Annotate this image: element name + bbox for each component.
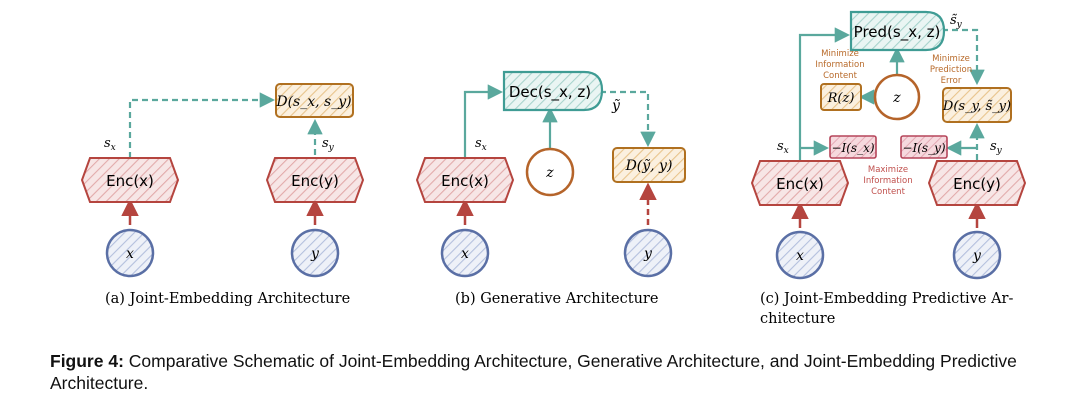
label-sx: sx: [104, 136, 116, 153]
info-iy-label: −I(s_y): [902, 141, 945, 155]
svg-text:Minimize: Minimize: [821, 49, 859, 59]
panel-c: sx sy s̃y Pred(s_x, z) z R(z) D(s_y, s̃_…: [750, 10, 1027, 327]
encoder-x-box: [80, 157, 180, 203]
input-x-circle-b: [440, 228, 490, 278]
input-y-label-c: y: [972, 248, 982, 264]
subcaption-c-line2: chitecture: [760, 311, 835, 327]
regularizer-rz-label: R(z): [827, 91, 855, 106]
annotation-minimize-information: Minimize Information Content: [815, 49, 864, 81]
input-y-circle: [290, 228, 340, 278]
svg-text:Content: Content: [871, 187, 905, 197]
input-y-circle-b: [623, 228, 673, 278]
encoder-y-label-c: Enc(y): [953, 175, 1001, 193]
encoder-y-box-c: [927, 160, 1027, 206]
edge-sx-to-pred: [798, 27, 851, 160]
subcaption-c-line1: (c) Joint-Embedding Predictive Ar-: [760, 291, 1013, 307]
panel-b: sx ỹ Dec(s_x, z) z D(ỹ, y) Enc(x) x y (b…: [415, 70, 686, 307]
encoder-x-box-b: [415, 157, 515, 203]
energy-d-box: [275, 83, 354, 118]
latent-z-label: z: [545, 165, 554, 181]
svg-text:Information: Information: [863, 176, 912, 186]
input-x-label-c: x: [796, 248, 804, 264]
predictor-box: [849, 10, 946, 52]
label-sy-c: sy: [990, 139, 1003, 156]
decoder-box: [502, 70, 604, 112]
subcaption-a: (a) Joint-Embedding Architecture: [105, 291, 350, 307]
encoder-y-label: Enc(y): [291, 172, 339, 190]
encoder-x-label-b: Enc(x): [441, 172, 489, 190]
encoder-x-label: Enc(x): [106, 172, 154, 190]
subcaption-b: (b) Generative Architecture: [455, 291, 658, 307]
svg-text:Error: Error: [941, 76, 962, 86]
label-sx-c: sx: [777, 139, 789, 156]
label-ytilde: ỹ: [611, 98, 621, 114]
input-x-label: x: [126, 246, 134, 262]
edge-pred-to-d: [942, 28, 985, 86]
latent-z-label-c: z: [892, 90, 901, 106]
label-sytilde: s̃y: [950, 13, 963, 30]
energy-d-label-c: D(s_y, s̃_y): [942, 99, 1011, 114]
energy-d-label: D(s_x, s_y): [275, 94, 351, 110]
svg-text:Minimize: Minimize: [932, 54, 970, 64]
encoder-x-label-c: Enc(x): [776, 175, 824, 193]
input-x-circle-c: [775, 230, 825, 280]
predictor-label: Pred(s_x, z): [854, 23, 941, 42]
edge-dec-to-d: [600, 90, 656, 148]
regularizer-rz-box: [820, 83, 862, 111]
architecture-diagram: sx sy D(s_x, s_y) Enc(x) Enc(y) x y (a) …: [80, 10, 1027, 327]
encoder-x-box-c: [750, 160, 850, 206]
input-y-circle-c: [952, 230, 1002, 280]
decoder-label: Dec(s_x, z): [509, 83, 591, 102]
figure-caption-label: Figure 4:: [50, 351, 124, 371]
latent-z-circle-c: [873, 73, 921, 121]
svg-text:Content: Content: [823, 71, 857, 81]
annotation-minimize-prediction: Minimize Prediction Error: [930, 54, 972, 86]
info-ix-label: −I(s_x): [831, 141, 874, 155]
input-y-label: y: [310, 246, 320, 262]
info-ix-box: [829, 135, 877, 159]
energy-d-label-b: D(ỹ, y): [625, 158, 673, 174]
figure-caption-text: Comparative Schematic of Joint-Embedding…: [50, 351, 1017, 393]
figure-caption: Figure 4: Comparative Schematic of Joint…: [50, 350, 1060, 394]
latent-z-circle: [525, 147, 575, 197]
panel-a: sx sy D(s_x, s_y) Enc(x) Enc(y) x y (a) …: [80, 83, 365, 307]
svg-text:Maximize: Maximize: [868, 165, 908, 175]
svg-text:Prediction: Prediction: [930, 65, 972, 75]
label-sy: sy: [322, 136, 335, 153]
input-x-label-b: x: [461, 246, 469, 262]
edge-sx-to-dec: [463, 84, 504, 158]
svg-text:Information: Information: [815, 60, 864, 70]
energy-d-box-b: [612, 147, 686, 183]
energy-d-box-c: [942, 87, 1012, 123]
input-y-label-b: y: [643, 246, 653, 262]
label-sx-b: sx: [475, 136, 487, 153]
annotation-maximize-information: Maximize Information Content: [863, 165, 912, 197]
info-iy-box: [900, 135, 948, 159]
edge-sx-to-d: [128, 92, 276, 158]
input-x-circle: [105, 228, 155, 278]
encoder-y-box: [265, 157, 365, 203]
